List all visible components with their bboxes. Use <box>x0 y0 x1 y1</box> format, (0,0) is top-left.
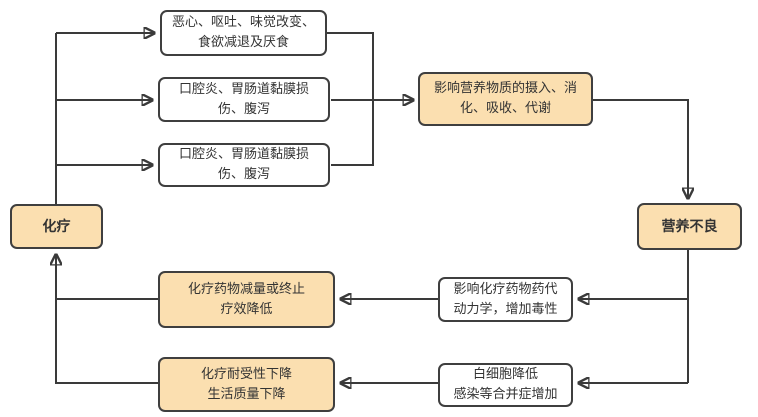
node-label-line2: 动力学，增加毒性 <box>453 301 558 317</box>
node-oral-mucositis-1: 口腔炎、胃肠道黏膜损 伤、腹泻 <box>158 77 330 122</box>
node-label-line1: 口腔炎、胃肠道黏膜损 <box>178 81 309 97</box>
node-label-line2: 食欲减退及厌食 <box>197 35 289 50</box>
node-label: 营养不良 <box>661 218 718 235</box>
connector-return-to-chemo <box>56 254 158 384</box>
node-tolerance-decline: 化疗耐受性下降 生活质量下降 <box>158 357 335 412</box>
node-label-line1: 化疗耐受性下降 <box>200 366 292 382</box>
node-nausea-vomiting: 恶心、呕吐、味觉改变、 食欲减退及厌食 <box>160 10 327 56</box>
node-label-line1: 影响营养物质的摄入、消 <box>433 81 577 96</box>
node-label-line1: 恶心、呕吐、味觉改变、 <box>171 15 315 30</box>
connector-absorption-to-malnutrition <box>593 99 688 199</box>
node-label-line2: 伤、腹泻 <box>217 101 270 117</box>
node-label: 化疗 <box>42 218 71 235</box>
node-label-line1: 口腔炎、胃肠道黏膜损 <box>178 147 309 162</box>
node-label-line1: 化疗药物减量或终止 <box>187 281 305 297</box>
node-label-line2: 疗效降低 <box>220 301 273 317</box>
node-chemotherapy: 化疗 <box>10 204 103 249</box>
node-leukopenia-infection: 白细胞降低 感染等合并症增加 <box>438 363 573 407</box>
node-label-line1: 白细胞降低 <box>472 367 538 382</box>
node-pharmacokinetics-impact: 影响化疗药物药代 动力学，增加毒性 <box>438 277 573 322</box>
node-label-line2: 化、吸收、代谢 <box>459 101 551 116</box>
node-label-line2: 感染等合并症增加 <box>453 387 558 402</box>
node-label-line2: 生活质量下降 <box>207 386 286 402</box>
node-nutrient-intake-impact: 影响营养物质的摄入、消 化、吸收、代谢 <box>418 72 593 126</box>
node-label-line2: 伤、腹泻 <box>217 167 270 182</box>
node-dose-reduction: 化疗药物减量或终止 疗效降低 <box>158 271 335 328</box>
node-malnutrition: 营养不良 <box>637 203 742 250</box>
node-label-line1: 影响化疗药物药代 <box>453 281 558 297</box>
node-oral-mucositis-2: 口腔炎、胃肠道黏膜损 伤、腹泻 <box>158 143 330 187</box>
